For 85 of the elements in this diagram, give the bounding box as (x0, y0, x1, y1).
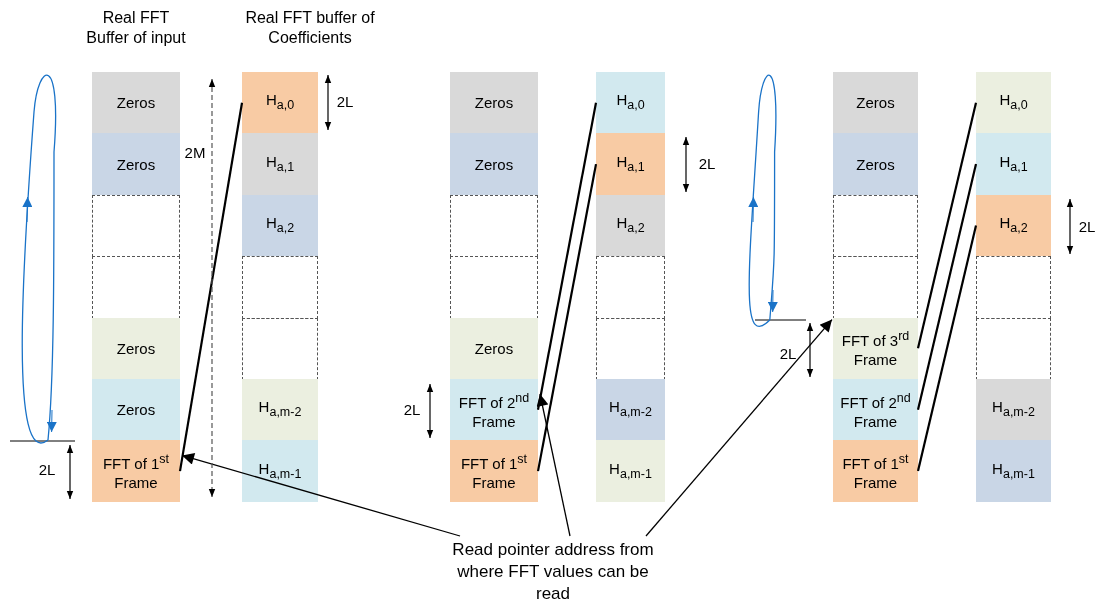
dimension-label: 2M (183, 143, 207, 162)
empty-buffer-slot (833, 194, 918, 258)
connector-line (178, 102, 244, 472)
cell-label: H$_{a,m-1}$ (992, 458, 1035, 483)
buffer-cell (833, 317, 918, 379)
buffer-cell (976, 440, 1051, 502)
empty-buffer-slot (976, 256, 1051, 319)
cell-label: H$_{a,1}$ (616, 151, 645, 176)
buffer-cell (92, 379, 180, 441)
empty-buffer-slot (596, 256, 665, 319)
buffer-cell (976, 133, 1051, 195)
buffer-cell (976, 194, 1051, 257)
cell-label: FFT of 2$^{nd}$ Frame (457, 389, 531, 431)
buffer-cell (596, 194, 665, 257)
buffer-cell (833, 133, 918, 195)
buffer-cell (833, 379, 918, 441)
empty-buffer-slot (242, 256, 318, 319)
cell-label: Zeros (474, 338, 514, 358)
leader-line (181, 453, 461, 537)
connector-line (916, 102, 978, 349)
leader-line (536, 393, 571, 537)
buffer-cell (596, 379, 665, 441)
empty-buffer-slot (92, 194, 180, 258)
buffer-cell (976, 379, 1051, 441)
buffer-cell (450, 379, 538, 441)
leader-line (645, 318, 833, 537)
buffer-cell (242, 379, 318, 441)
cell-label: Zeros (116, 400, 156, 420)
cell-label: Zeros (116, 154, 156, 174)
cell-label: FFT of 2$^{nd}$ Frame (839, 389, 912, 431)
dimension-label: 2L (697, 154, 717, 173)
buffer-cell (242, 440, 318, 502)
cell-label: H$_{a,1}$ (999, 151, 1028, 176)
dimension-label: 2L (37, 460, 57, 479)
buffer-cell (92, 317, 180, 379)
column-heading: Real FFT Buffer of input (85, 8, 187, 48)
buffer-cell (596, 440, 665, 502)
empty-buffer-slot (450, 194, 538, 258)
dimension-label: 2L (1077, 217, 1096, 236)
buffer-cell (833, 72, 918, 134)
dimension-label: 2L (778, 344, 798, 363)
cell-label: H$_{a,2}$ (265, 213, 295, 237)
cell-label: FFT of 1$^{st}$ Frame (841, 451, 910, 493)
cell-label: H$_{a,m-2}$ (258, 397, 302, 422)
cell-label: H$_{a,m-1}$ (258, 458, 302, 483)
buffer-cell (242, 72, 318, 134)
cell-label: FFT of 1$^{st}$ Frame (101, 451, 171, 493)
cell-label: FFT of 1$^{st}$ Frame (459, 451, 529, 493)
cell-label: H$_{a,m-2}$ (992, 397, 1035, 422)
cell-label: H$_{a,0}$ (999, 90, 1028, 115)
buffer-cell (92, 440, 180, 502)
cell-label: Zeros (856, 154, 895, 174)
buffer-cell (242, 194, 318, 257)
buffer-cell (833, 440, 918, 502)
cell-label: H$_{a,m-2}$ (609, 397, 652, 422)
cell-label: Zeros (474, 154, 514, 174)
dimension-label: 2L (335, 92, 355, 111)
connector-line (916, 163, 978, 410)
buffer-cell (596, 133, 665, 195)
dimension-label: 2L (402, 400, 422, 419)
connector-line (536, 163, 598, 472)
buffer-cell (450, 133, 538, 195)
cell-label: FFT of 3$^{rd}$ Frame (840, 328, 911, 370)
column-heading: Real FFT buffer of Coefficients (244, 8, 376, 48)
connector-line (536, 102, 598, 410)
cell-label: H$_{a,1}$ (265, 151, 295, 176)
cell-label: Zeros (116, 93, 156, 113)
callout-text: Read pointer address from where FFT values can be read (451, 539, 655, 605)
cell-label: H$_{a,2}$ (616, 213, 645, 237)
buffer-cell (242, 133, 318, 195)
buffer-cell (976, 72, 1051, 134)
cell-label: H$_{a,0}$ (616, 90, 645, 115)
buffer-cell (92, 72, 180, 134)
cell-label: H$_{a,2}$ (999, 213, 1028, 237)
cell-label: Zeros (474, 93, 514, 113)
connector-line (916, 225, 978, 472)
buffer-cell (596, 72, 665, 134)
buffer-cell (450, 72, 538, 134)
buffer-cell (450, 317, 538, 379)
cell-label: H$_{a,0}$ (265, 90, 295, 115)
buffer-cell (92, 133, 180, 195)
cell-label: Zeros (116, 338, 156, 358)
cell-label: H$_{a,m-1}$ (609, 458, 652, 483)
cell-label: Zeros (856, 93, 895, 113)
buffer-cell (450, 440, 538, 502)
